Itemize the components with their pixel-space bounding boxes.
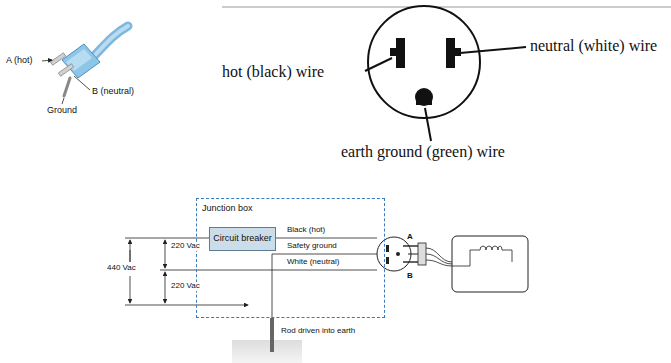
callout-label: A (hot) bbox=[6, 56, 33, 66]
box-text: Circuit breaker bbox=[213, 234, 272, 244]
wire-label: neutral (white) wire bbox=[530, 37, 657, 55]
voltage-label: 440 Vac bbox=[106, 264, 137, 273]
wiring bbox=[125, 238, 377, 345]
wire-label: Safety ground bbox=[287, 242, 337, 251]
outlet-face bbox=[365, 6, 526, 141]
ground-rod bbox=[270, 318, 274, 352]
pin-label: B bbox=[407, 272, 413, 281]
wire-label: earth ground (green) wire bbox=[341, 143, 505, 161]
earth bbox=[232, 340, 302, 363]
wire-label: Black (hot) bbox=[287, 226, 325, 235]
note-label: Rod driven into earth bbox=[281, 327, 355, 336]
callout-label: B (neutral) bbox=[92, 87, 134, 97]
receptacle bbox=[377, 237, 411, 271]
box-heading: Junction box bbox=[202, 204, 379, 214]
breaker-box: Circuit breaker bbox=[209, 227, 276, 251]
wire-label: White (neutral) bbox=[287, 258, 339, 267]
callout-label: Ground bbox=[47, 106, 77, 116]
appliance-plug bbox=[403, 236, 528, 292]
rule bbox=[222, 7, 671, 8]
voltage-label: 220 Vac bbox=[170, 282, 201, 291]
voltage-label: 220 Vac bbox=[170, 242, 201, 251]
wire-label: hot (black) wire bbox=[222, 63, 324, 81]
pin-label: A bbox=[407, 233, 413, 242]
